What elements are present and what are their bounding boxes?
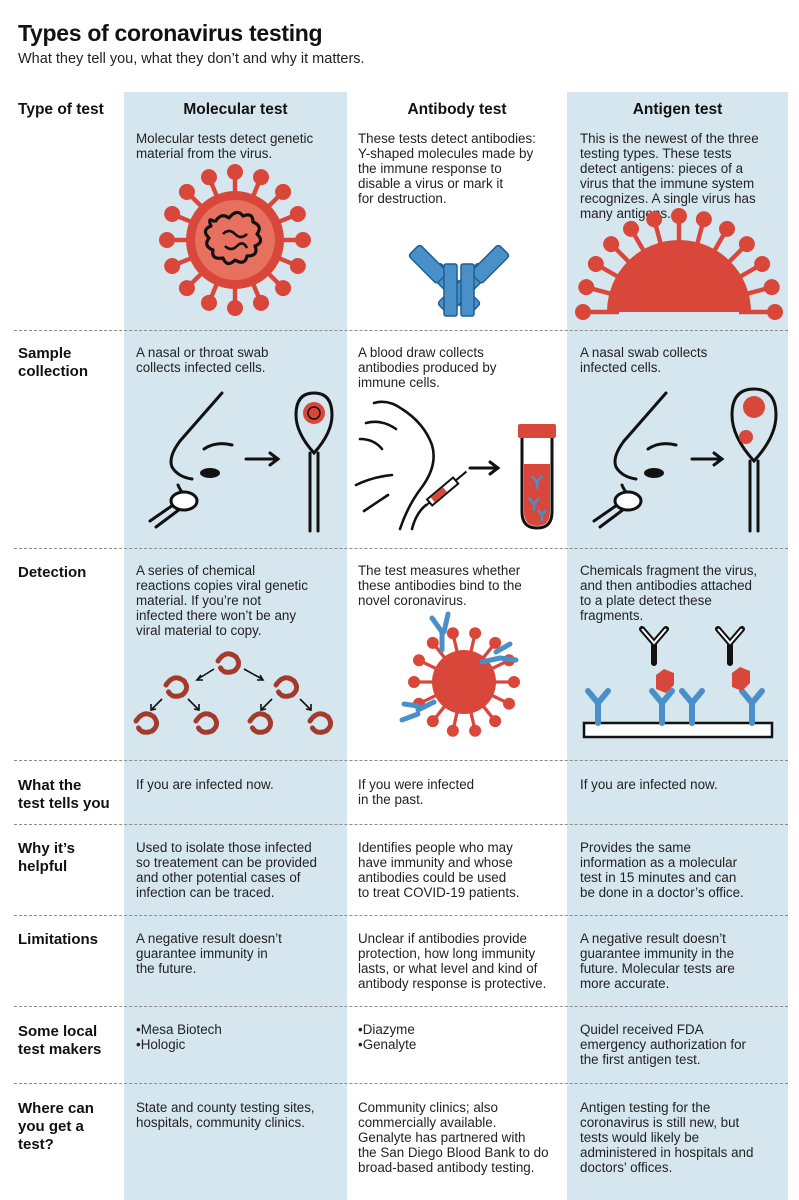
helpful-antibody-text: Identifies people who may have immunity … [358,840,520,900]
column-header-molecular: Molecular test [183,101,288,118]
limitations-antigen-text: A negative result doesn’t guarantee immu… [580,931,735,991]
divider [14,548,788,549]
page-subtitle: What they tell you, what they don’t and … [18,51,365,67]
row-label-why-helpful: Why it’s helpful [18,840,75,875]
row-label-sample-collection: Sample collection [18,345,89,380]
page-title: Types of coronavirus testing [18,20,323,46]
where-antibody-text: Community clinics; also commercially ava… [358,1100,549,1175]
divider [14,760,788,761]
row-label-what-test-tells: What the test tells you [18,777,110,812]
sample-antibody-text: A blood draw collects antibodies produce… [358,345,497,390]
blood-draw-icon [354,400,468,531]
row-label-test-makers: Some local test makers [18,1023,102,1058]
helpful-antigen-text: Provides the same information as a molec… [580,840,744,900]
antigen-plate-icon [582,626,774,739]
divider [14,1083,788,1084]
nose-swab-antigen-icon [592,387,778,533]
detection-antibody-text: The test measures whether these antibodi… [358,563,522,608]
intro-antigen-text: This is the newest of the three testing … [580,131,759,221]
sample-antigen-text: A nasal swab collects infected cells. [580,345,708,375]
antibody-icon [408,244,510,317]
where-antigen-text: Antigen testing for the coronavirus is s… [580,1100,754,1175]
divider [14,915,788,916]
column-header-antibody: Antibody test [407,101,507,118]
test-tube-icon [468,424,556,530]
row-label-limitations: Limitations [18,931,99,948]
antibody-binding-icon [399,611,520,737]
divider [14,330,788,331]
limitations-molecular-text: A negative result doesn’t guarantee immu… [136,931,282,976]
tells-molecular-text: If you are infected now. [136,777,274,792]
tells-antigen-text: If you are infected now. [580,777,718,792]
rna-copy-icon [133,651,334,735]
tells-antibody-text: If you were infected in the past. [358,777,475,807]
row-label-detection: Detection [18,564,87,581]
intro-molecular-text: Molecular tests detect genetic material … [136,131,314,161]
detection-molecular-text: A series of chemical reactions copies vi… [136,563,308,638]
nose-swab-icon [148,391,334,533]
coronavirus-icon [159,164,311,316]
antigen-half-virus-icon [575,208,783,320]
divider [14,824,788,825]
divider [14,1006,788,1007]
helpful-molecular-text: Used to isolate those infected so treate… [136,840,317,900]
sample-molecular-text: A nasal or throat swab collects infected… [136,345,269,375]
column-header-antigen: Antigen test [632,101,723,118]
where-molecular-text: State and county testing sites, hospital… [136,1100,315,1130]
makers-molecular-text: •Mesa Biotech •Hologic [136,1022,222,1052]
row-label-where-test: Where can you get a test? [18,1100,94,1153]
makers-antigen-text: Quidel received FDA emergency authorizat… [580,1022,746,1067]
detection-antigen-text: Chemicals fragment the virus, and then a… [580,563,758,623]
limitations-antibody-text: Unclear if antibodies provide protection… [358,931,547,991]
makers-antibody-text: •Diazyme •Genalyte [358,1022,417,1052]
intro-antibody-text: These tests detect antibodies: Y-shaped … [358,131,536,206]
row-label-type-of-test: Type of test [18,101,104,118]
